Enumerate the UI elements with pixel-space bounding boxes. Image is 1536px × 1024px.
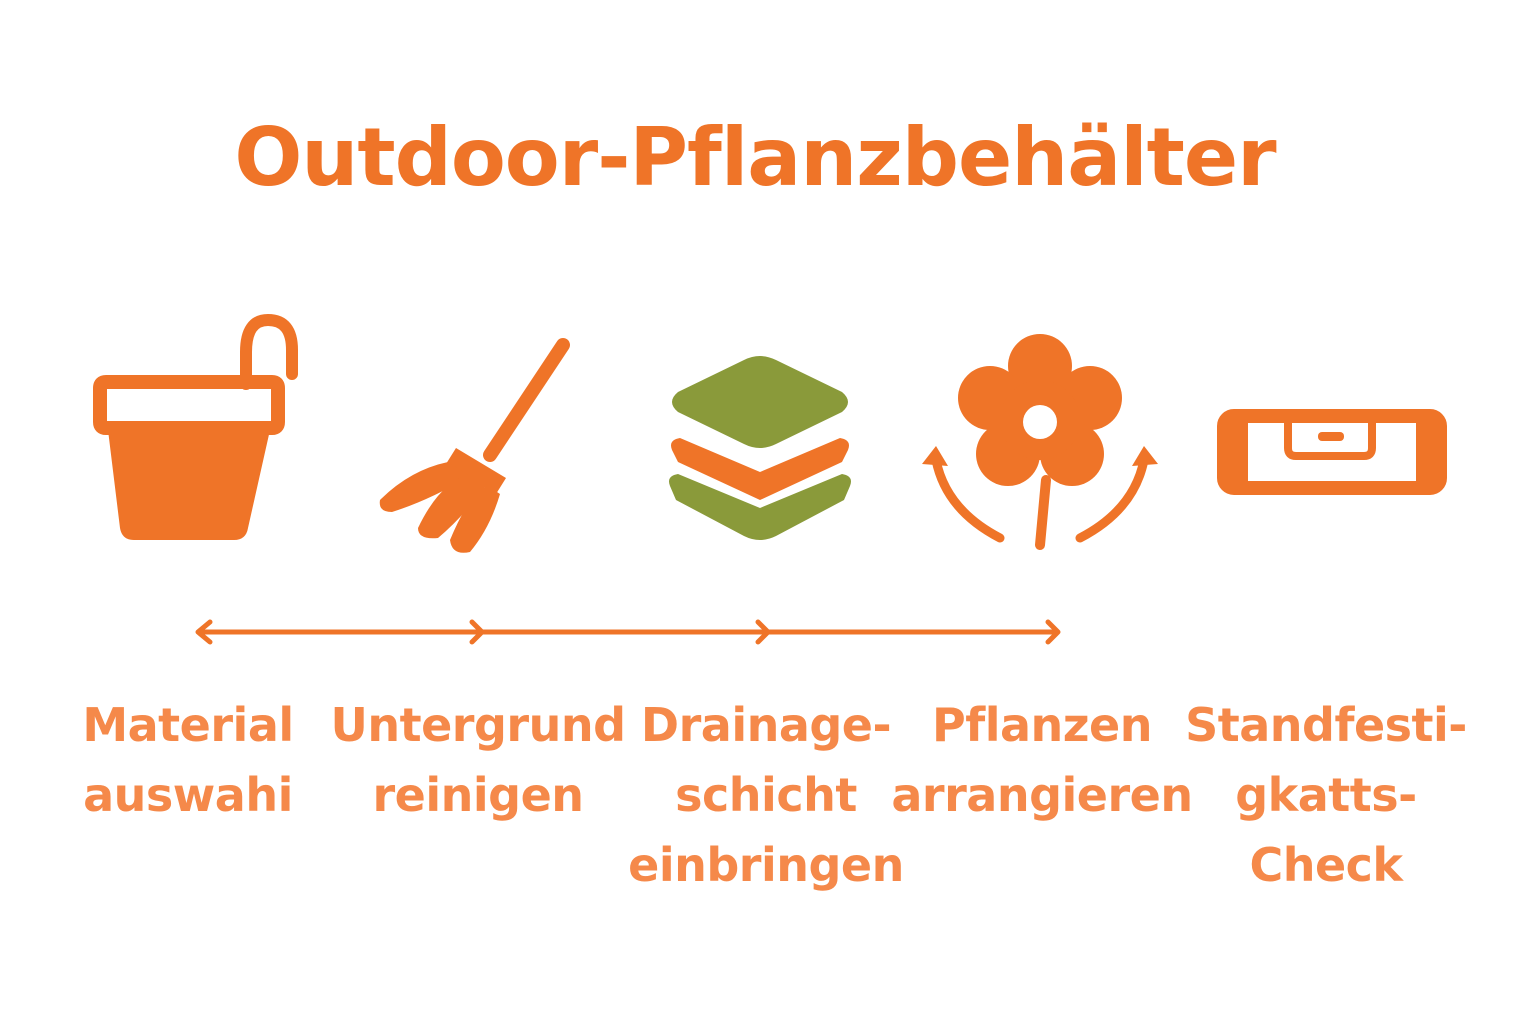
step-label-line: auswahi xyxy=(83,768,293,822)
broom-icon xyxy=(379,338,570,553)
page-title: Outdoor-Pflanzbehälter xyxy=(234,111,1276,204)
layers-icon xyxy=(669,356,851,540)
step-label-material: Material auswahi xyxy=(28,690,348,830)
bucket-icon xyxy=(93,313,298,540)
step-label-line: schicht xyxy=(675,768,857,822)
step-label-untergrund: Untergrund reinigen xyxy=(318,690,638,830)
step-label-drainage: Drainage- schicht einbringen xyxy=(606,690,926,900)
step-label-line: Check xyxy=(1249,838,1403,892)
flower-icon xyxy=(922,334,1158,550)
step-label-line: Material xyxy=(82,698,294,752)
step-label-line: Drainage- xyxy=(640,698,892,752)
step-label-standfestigkeit: Standfesti- gkatts- Check xyxy=(1166,690,1486,900)
spirit-level-icon xyxy=(1217,409,1447,495)
process-arrow xyxy=(195,619,1061,645)
step-label-pflanzen: Pflanzen arrangieren xyxy=(882,690,1202,830)
step-label-line: Pflanzen xyxy=(931,698,1153,752)
step-label-line: reinigen xyxy=(372,768,584,822)
step-label-line: gkatts- xyxy=(1235,768,1417,822)
step-label-line: Standfesti- xyxy=(1185,698,1467,752)
step-label-line: Untergrund xyxy=(330,698,626,752)
step-label-line: arrangieren xyxy=(891,768,1193,822)
step-label-line: einbringen xyxy=(628,838,904,892)
